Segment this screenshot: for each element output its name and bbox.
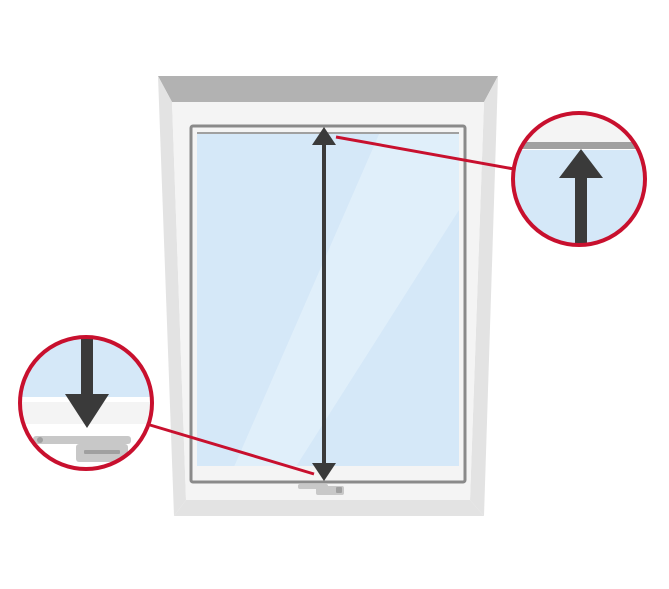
callout-line-top <box>335 135 515 171</box>
frame-right-side <box>470 76 498 516</box>
frame-left-side <box>158 76 186 516</box>
arrow-up-icon <box>559 149 603 246</box>
glass-reflection <box>230 132 459 476</box>
window-handle-icon <box>298 484 344 495</box>
callout-line-bottom <box>149 423 315 476</box>
zoom-circle-top-border <box>511 111 647 247</box>
double-arrow-vertical-icon <box>312 127 336 481</box>
zoom-circle-top <box>511 111 647 247</box>
window-sash <box>189 124 467 484</box>
zoom-circle-bottom-border <box>18 335 154 471</box>
frame-bottom <box>174 500 484 516</box>
arrow-down-icon <box>65 338 109 428</box>
zoom-circle-bottom <box>18 335 154 471</box>
window-handle-zoom <box>33 436 131 462</box>
frame-top-bevel <box>158 76 498 102</box>
